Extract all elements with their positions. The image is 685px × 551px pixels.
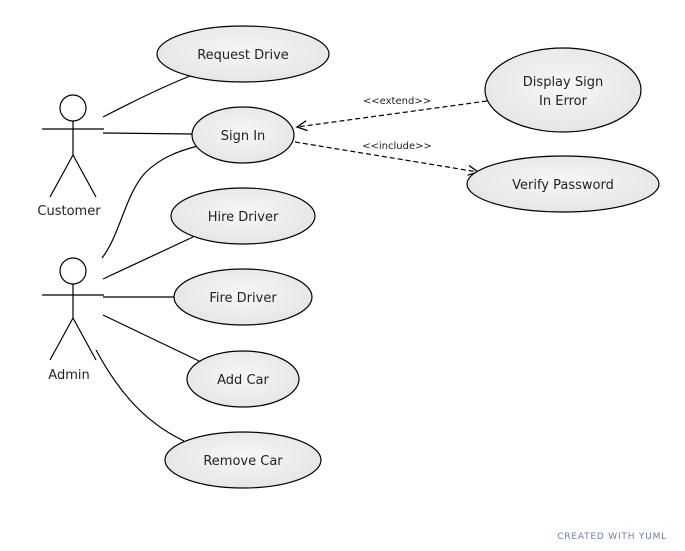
use-case-add-car (186, 350, 300, 408)
actor-admin-label: Admin (48, 368, 89, 383)
include-label: <<include>> (362, 141, 432, 152)
use-case-add-car-label: Add Car (217, 373, 269, 388)
use-case-verify-password-label: Verify Password (512, 178, 614, 193)
use-case-sign-in (191, 106, 295, 164)
actor-customer (42, 94, 104, 198)
use-case-hire-driver (170, 187, 316, 245)
extend-label: <<extend>> (363, 96, 431, 107)
assoc-customer-sign-in (102, 132, 194, 135)
use-case-verify-password (466, 155, 660, 213)
assoc-admin-hire-driver (102, 236, 194, 280)
actor-customer-label: Customer (37, 204, 101, 219)
use-case-request-drive (156, 25, 330, 83)
use-case-sign-in-label: Sign In (221, 129, 266, 144)
actor-admin-head (59, 257, 87, 285)
use-case-display-sign-in-error-label-line1: Display Sign (523, 75, 603, 90)
use-case-request-drive-label: Request Drive (197, 48, 289, 63)
assoc-admin-add-car (102, 314, 200, 362)
use-case-remove-car-label: Remove Car (203, 454, 283, 469)
include-arrow (294, 141, 478, 172)
assoc-admin-remove-car (95, 349, 185, 442)
created-with-yuml-credit: CREATED WITH YUML (557, 532, 667, 542)
use-case-hire-driver-label: Hire Driver (208, 210, 279, 225)
use-case-fire-driver (173, 268, 313, 326)
assoc-customer-request-drive (102, 75, 191, 118)
assoc-admin-sign-in (101, 145, 199, 259)
use-case-display-sign-in-error (484, 47, 642, 133)
use-case-remove-car (164, 431, 322, 489)
use-case-fire-driver-label: Fire Driver (209, 291, 277, 306)
actor-customer-head (59, 94, 87, 122)
actor-admin (42, 257, 104, 361)
use-case-display-sign-in-error-label-line2: In Error (539, 94, 588, 109)
